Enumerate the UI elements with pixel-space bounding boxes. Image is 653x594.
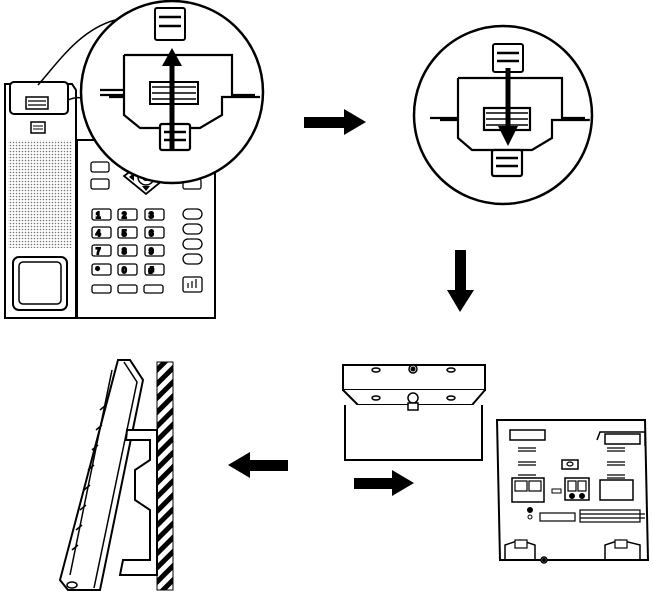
keypad-key-label: #	[149, 266, 154, 275]
feature-keys	[182, 208, 203, 265]
keypad-key-label: 2	[122, 211, 127, 220]
hook-tab	[492, 43, 524, 73]
keypad-key-label: 0	[122, 266, 127, 275]
keypad-key	[91, 208, 112, 221]
keypad-key	[144, 208, 165, 221]
keypad-key	[144, 244, 165, 257]
keypad-key-label: 7	[96, 247, 101, 256]
keypad-key	[144, 263, 165, 276]
arrow-right-icon	[354, 470, 414, 496]
phone-back	[495, 419, 650, 564]
wall	[156, 361, 174, 591]
keypad-key-label: 5	[122, 229, 127, 238]
arrow-left-icon	[228, 452, 288, 478]
keypad-key	[91, 263, 112, 276]
keypad-key	[117, 244, 138, 257]
keypad-key	[117, 226, 138, 239]
keypad-key-label: 8	[122, 247, 127, 256]
keypad-key-label: 1	[96, 211, 101, 220]
phone-side-mounted	[58, 359, 158, 591]
keypad-key	[91, 226, 112, 239]
keypad-key	[117, 263, 138, 276]
arrow-right-icon	[304, 109, 366, 135]
feature-key	[182, 223, 203, 235]
keypad-key-label: *	[96, 266, 99, 275]
function-key	[90, 161, 110, 173]
bottom-key	[91, 284, 112, 294]
keypad-key	[144, 226, 165, 239]
keypad-key	[91, 244, 112, 257]
speaker-grille	[8, 140, 72, 248]
function-key	[90, 178, 110, 190]
feature-key	[182, 253, 203, 265]
keypad-key-label: 9	[149, 247, 154, 256]
bottom-key	[117, 284, 138, 294]
arrow-up-icon	[162, 48, 182, 150]
zoom-circle-tab-removal	[79, 0, 265, 185]
keypad-key-label: 4	[96, 229, 101, 238]
dial-keypad: 1 2 3 4 5 6 7 8 9 * 0 #	[91, 208, 165, 276]
feature-key	[182, 238, 203, 250]
arrow-down-icon	[498, 68, 518, 146]
arrow-down-icon	[447, 250, 474, 312]
hook-tab	[154, 7, 186, 41]
wall-bracket	[342, 364, 486, 461]
keypad-key-label: 6	[149, 229, 154, 238]
keypad-key-label: 3	[149, 211, 154, 220]
keypad-key	[117, 208, 138, 221]
zoom-circle-tab-reinsert	[412, 24, 594, 206]
bottom-key	[143, 284, 164, 294]
feature-key	[182, 208, 203, 220]
